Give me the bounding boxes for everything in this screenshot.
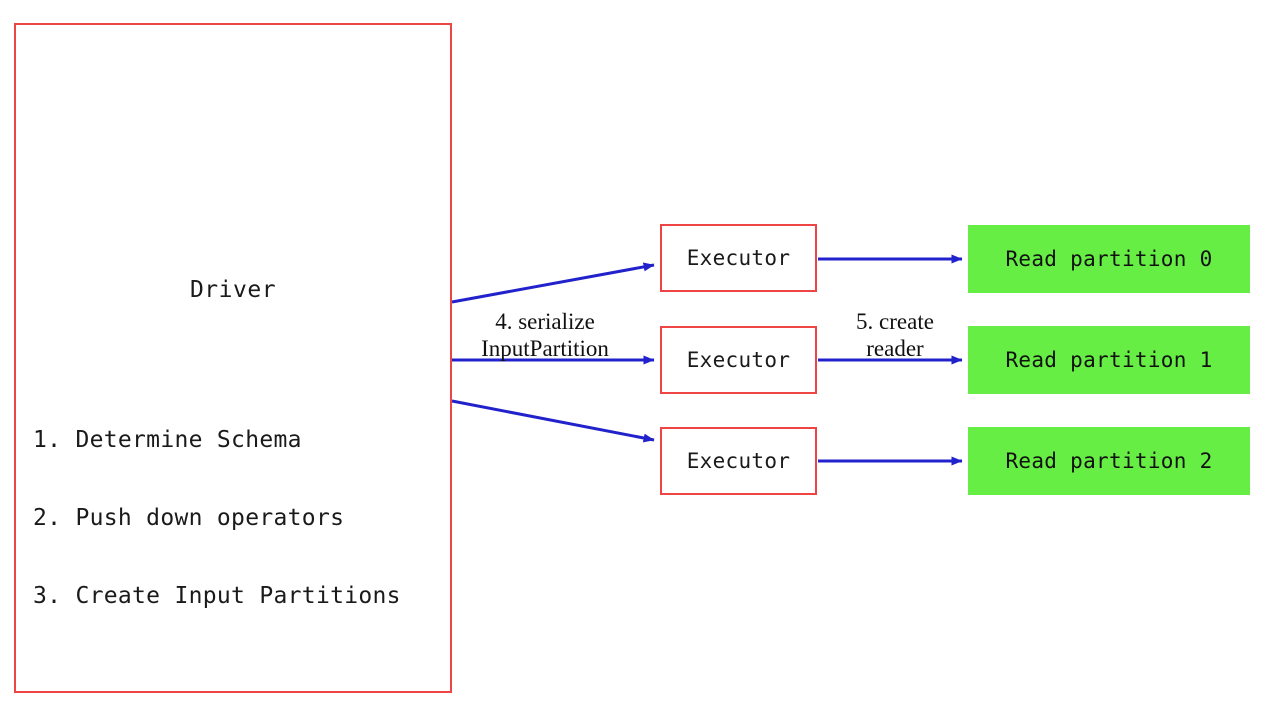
driver-steps-list: 1. Determine Schema 2. Push down operato… <box>33 375 401 661</box>
read-partition-box-1: Read partition 1 <box>968 326 1250 394</box>
read-partition-box-2: Read partition 2 <box>968 427 1250 495</box>
edge-label-create-reader-line-1: 5. create <box>856 309 934 334</box>
executor-box-3: Executor <box>660 427 817 495</box>
edge-label-serialize-inputpartition: 4. serialize InputPartition <box>455 308 635 362</box>
driver-step-2: 2. Push down operators <box>33 505 345 531</box>
edge-driver-to-executor-3 <box>451 399 655 443</box>
driver-step-1: 1. Determine Schema <box>33 427 302 453</box>
edge-label-serialize-line-2: InputPartition <box>481 336 609 361</box>
executor-box-2: Executor <box>660 326 817 394</box>
driver-box: Driver 1. Determine Schema 2. Push down … <box>14 23 452 693</box>
driver-title: Driver <box>189 277 277 303</box>
edge-label-create-reader-line-2: reader <box>866 336 924 361</box>
edge-label-serialize-line-1: 4. serialize <box>495 309 595 334</box>
read-partition-box-0: Read partition 0 <box>968 225 1250 293</box>
executor-box-1: Executor <box>660 224 817 292</box>
edge-label-create-reader: 5. create reader <box>830 308 960 362</box>
driver-step-3: 3. Create Input Partitions <box>33 583 401 609</box>
edge-driver-to-executor-1 <box>451 262 655 304</box>
